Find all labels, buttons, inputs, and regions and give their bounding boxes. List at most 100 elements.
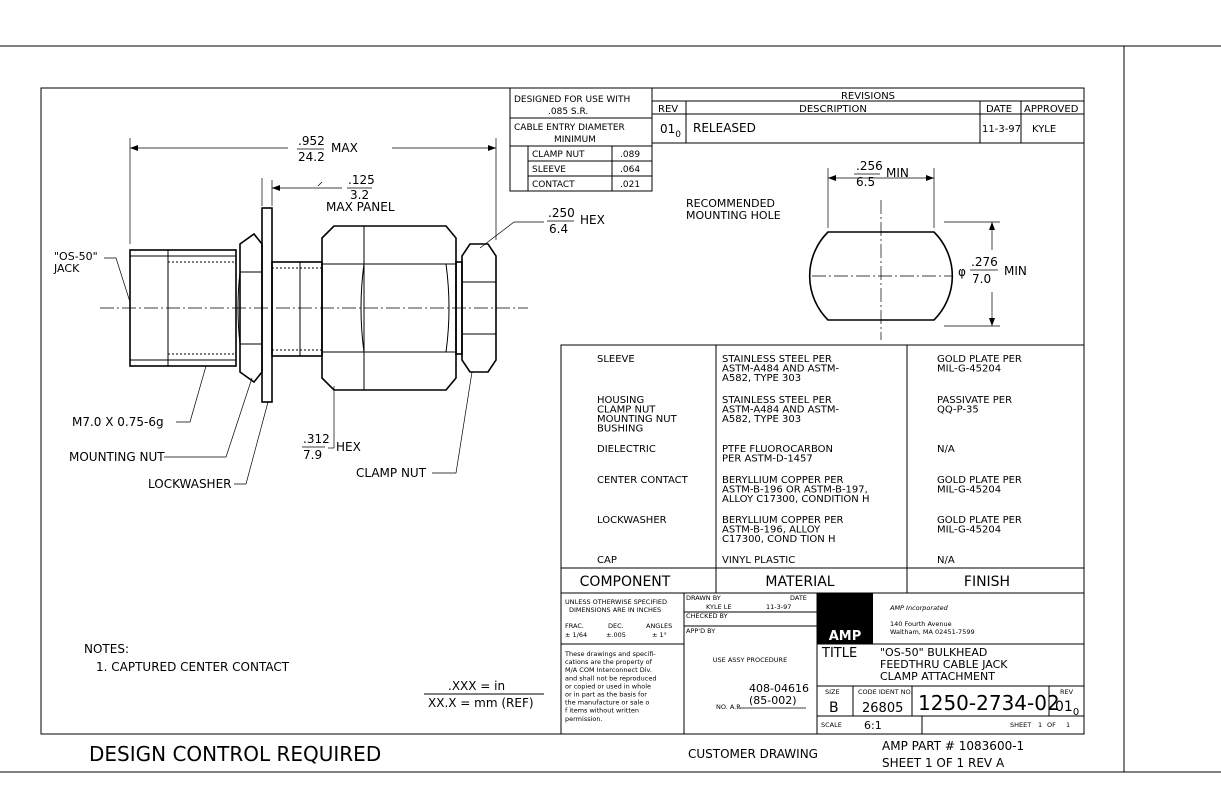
lockwasher xyxy=(261,207,273,403)
date-label: DATE xyxy=(790,594,807,602)
d-shaped-hole xyxy=(808,231,954,321)
dim-hex-small-label: HEX xyxy=(580,213,605,227)
component-cell: DIELECTRIC xyxy=(597,444,656,455)
finish-cell: MIL-G-45204 xyxy=(937,525,1001,536)
hole-width-in: .256 xyxy=(856,159,883,173)
unit-mm: XX.X = mm (REF) xyxy=(428,696,534,710)
unit-legend: .XXX = in XX.X = mm (REF) xyxy=(424,679,544,710)
revisions-title: REVISIONS xyxy=(841,91,895,102)
dim-hex-large: .312 7.9 HEX xyxy=(302,386,361,462)
dim-hex-small-in: .250 xyxy=(548,206,575,220)
proprietary-line: and shall not be reproduced xyxy=(565,674,656,682)
clamp-nut xyxy=(455,243,497,373)
drawn-date: 11-3-97 xyxy=(766,603,791,611)
proprietary-line: These drawings and specifi- xyxy=(564,650,656,658)
finish-cell: MIL-G-45204 xyxy=(937,485,1001,496)
rev-approved: KYLE xyxy=(1032,124,1056,135)
label-thread: M7.0 X 0.75-6g xyxy=(72,365,207,429)
no-ap-label: NO. A.P. xyxy=(716,703,741,711)
date-header: DATE xyxy=(986,104,1012,115)
svg-text:AMP: AMP xyxy=(829,629,862,644)
component-cell: BUSHING xyxy=(597,424,643,435)
design-row-value: .064 xyxy=(620,165,640,175)
proprietary-line: permission. xyxy=(565,715,603,723)
unit-inch: .XXX = in xyxy=(448,679,505,693)
scale-value: 6:1 xyxy=(864,719,882,732)
sheet-total: 1 xyxy=(1066,721,1070,729)
proprietary-line: f items without written xyxy=(565,707,639,715)
proprietary-line: the manufacture or sale o xyxy=(565,699,649,707)
lockwasher-label: LOCKWASHER xyxy=(148,477,232,491)
hole-width-label: MIN xyxy=(886,166,909,180)
approved-by-label: APP'D BY xyxy=(686,627,715,635)
label-lockwasher: LOCKWASHER xyxy=(148,401,269,491)
finish-cell: MIL-G-45204 xyxy=(937,364,1001,375)
mounting-nut-label: MOUNTING NUT xyxy=(69,450,165,464)
angles-value: ± 1° xyxy=(652,631,667,639)
design-title-2: .085 S.R. xyxy=(548,107,588,117)
amp-logo: AMP xyxy=(817,593,873,644)
procedure-1: 408-04616 xyxy=(749,682,809,695)
entry-title-1: CABLE ENTRY DIAMETER xyxy=(514,123,625,133)
scale-label: SCALE xyxy=(821,721,842,729)
clamp-nut-label: CLAMP NUT xyxy=(356,466,427,480)
proprietary-line: M/A COM Interconnect Div. xyxy=(565,666,652,674)
design-row-name: SLEEVE xyxy=(532,165,566,175)
title-block: UNLESS OTHERWISE SPECIFIED DIMENSIONS AR… xyxy=(560,592,1085,735)
material-cell: STAINLESS STEEL PER xyxy=(722,354,832,365)
design-row-value: .089 xyxy=(620,150,640,160)
component-cell: CENTER CONTACT xyxy=(597,475,689,486)
notes: NOTES: 1. CAPTURED CENTER CONTACT xyxy=(84,642,290,674)
design-table: DESIGNED FOR USE WITH .085 S.R. CABLE EN… xyxy=(509,87,653,192)
proprietary-line: or copied or used in whole xyxy=(565,682,651,690)
design-row-value: .021 xyxy=(620,180,640,190)
dim-max-length-in: .952 xyxy=(298,134,325,148)
dim-hex-large-mm: 7.9 xyxy=(303,448,322,462)
material-cell: ASTM-A484 AND ASTM- xyxy=(722,405,840,416)
thread-label: M7.0 X 0.75-6g xyxy=(72,415,164,429)
component-cell: SLEEVE xyxy=(597,354,635,365)
finish-cell: N/A xyxy=(937,555,955,566)
connector-side-view: .952 24.2 MAX .125 3.2 MAX PANEL .250 6.… xyxy=(53,134,605,491)
revisions-block: REVISIONS REV DESCRIPTION DATE APPROVED … xyxy=(651,87,1085,144)
rev-description: RELEASED xyxy=(693,121,756,135)
note-item: 1. CAPTURED CENTER CONTACT xyxy=(96,660,290,674)
dim-max-label: MAX xyxy=(331,141,358,155)
finish-cell: PASSIVATE PER xyxy=(937,395,1012,406)
material-cell: ASTM-A484 AND ASTM- xyxy=(722,364,840,375)
design-title-1: DESIGNED FOR USE WITH xyxy=(514,95,630,105)
dim-max-panel-label: MAX PANEL xyxy=(326,200,395,214)
component-cell: CAP xyxy=(597,555,617,566)
dim-max-panel-in: .125 xyxy=(348,173,375,187)
proprietary-line: or in part as the basis for xyxy=(565,691,647,699)
material-cell: ASTM-B-196 OR ASTM-B-197, xyxy=(722,485,868,496)
finish-cell: GOLD PLATE PER xyxy=(937,475,1022,486)
checked-by-label: CHECKED BY xyxy=(686,612,728,620)
notes-title: NOTES: xyxy=(84,642,129,656)
frac-value: ± 1/64 xyxy=(565,631,587,639)
mounting-hole-view: RECOMMENDED MOUNTING HOLE .256 6.5 MIN φ… xyxy=(686,159,1027,340)
material-cell: A582, TYPE 303 xyxy=(722,414,801,425)
dec-label: DEC. xyxy=(608,622,624,630)
jack-label-2: JACK xyxy=(53,262,80,275)
proprietary-line: cations are the property of xyxy=(565,658,653,666)
title-line-3: CLAMP ATTACHMENT xyxy=(880,670,995,683)
cage-label: CODE IDENT NO. xyxy=(858,688,913,696)
sheet-of-label: OF xyxy=(1047,721,1056,729)
sheet-label: SHEET xyxy=(1010,721,1031,729)
material-cell: BERYLLIUM COPPER PER xyxy=(722,475,844,486)
procedure-2: (85-002) xyxy=(749,694,797,707)
rev-header: REV xyxy=(658,104,678,115)
footer: DESIGN CONTROL REQUIRED CUSTOMER DRAWING… xyxy=(89,739,1024,770)
mounting-hole-label-2: MOUNTING HOLE xyxy=(686,209,781,222)
component-header: COMPONENT xyxy=(580,574,671,590)
sheet-info: SHEET 1 OF 1 REV A xyxy=(882,756,1005,770)
entry-title-2: MINIMUM xyxy=(554,135,596,145)
finish-cell: QQ-P-35 xyxy=(937,405,979,416)
company-address-2: Waltham, MA 02451-7599 xyxy=(890,628,975,636)
customer-drawing-label: CUSTOMER DRAWING xyxy=(688,747,818,761)
label-mounting-nut: MOUNTING NUT xyxy=(69,377,253,464)
material-cell: BERYLLIUM COPPER PER xyxy=(722,515,844,526)
title-rev: 010 xyxy=(1055,699,1079,718)
hole-dia-mm: 7.0 xyxy=(972,272,991,286)
